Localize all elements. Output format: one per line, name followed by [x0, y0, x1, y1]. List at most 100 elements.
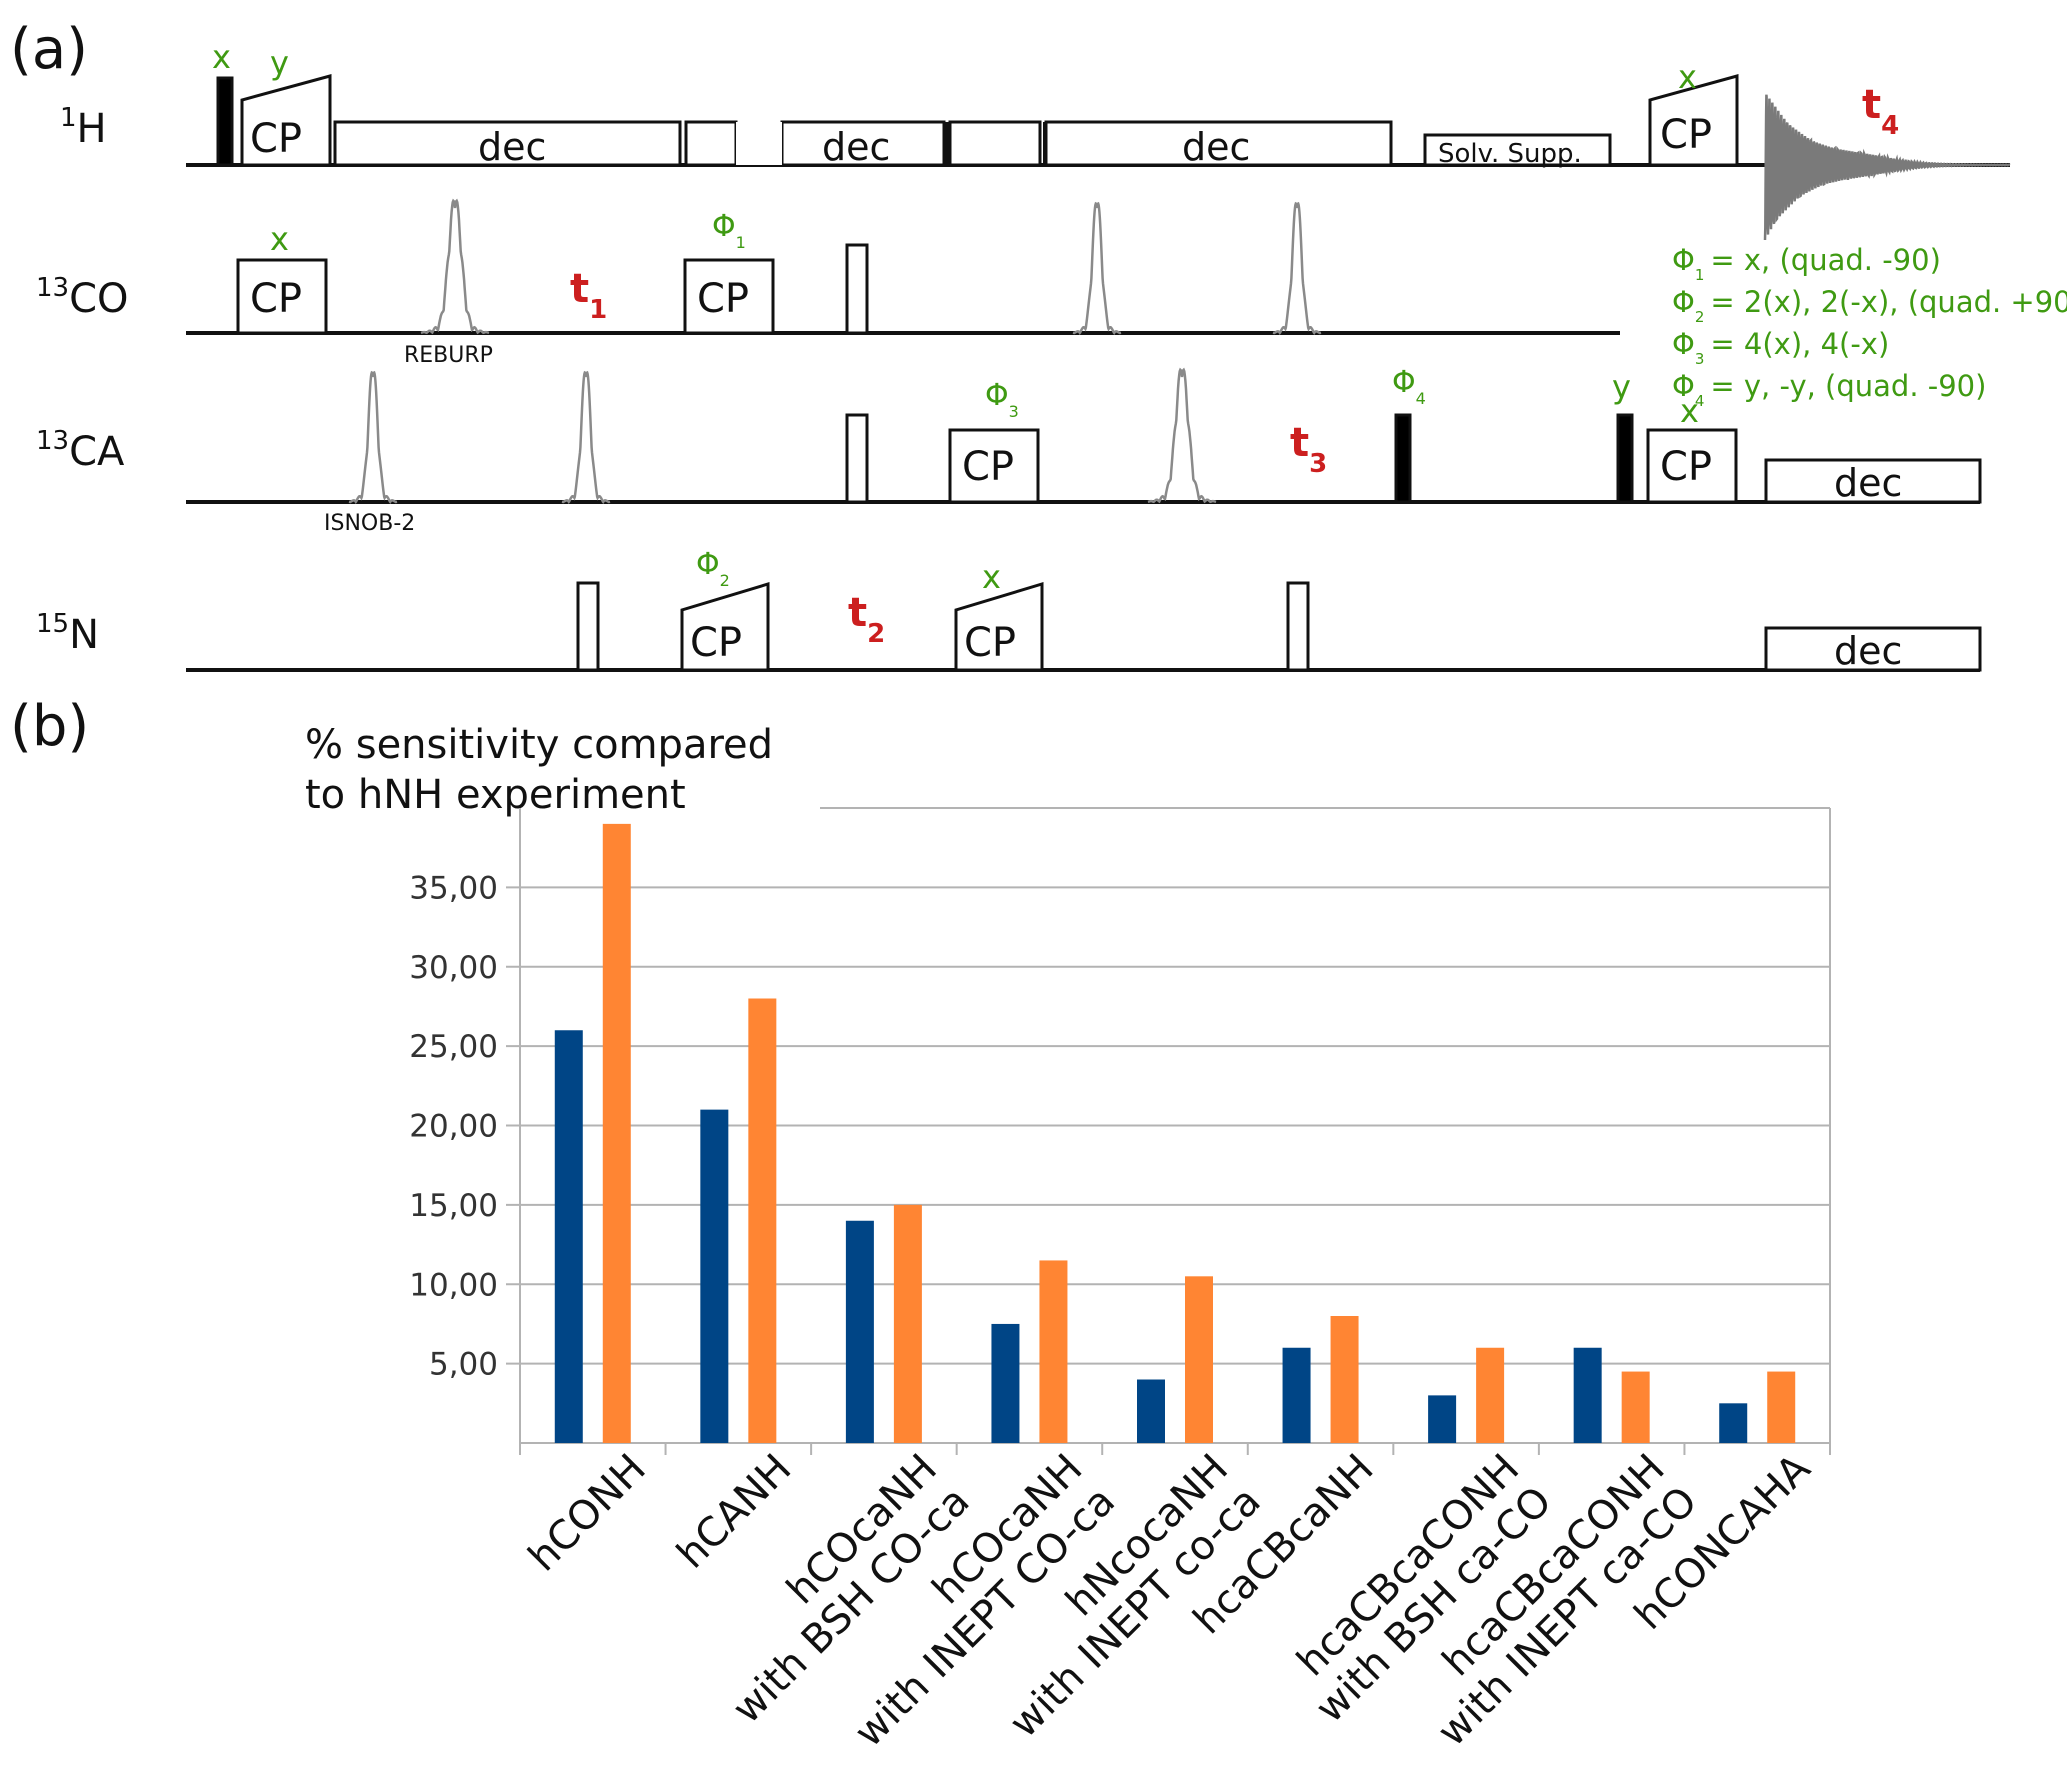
- 1h-dec-label-1: dec: [478, 125, 546, 169]
- y-tick-label: 15,00: [409, 1188, 498, 1224]
- 1h-dec-label-2: dec: [822, 125, 890, 169]
- bar-series-2: [1621, 1371, 1650, 1443]
- 15n-dec-block: [1764, 626, 1982, 672]
- 13co-180-pulse: [845, 243, 869, 335]
- 13ca-phase-y: y: [1612, 368, 1631, 406]
- 15n-cp-ramp-1: [680, 581, 770, 672]
- reburp-shaped-pulse: [420, 198, 490, 335]
- channel-label-15n: 15N: [36, 609, 99, 658]
- bar-series-2: [1767, 1371, 1796, 1443]
- 13co-cp-block-2: [683, 258, 775, 335]
- 1h-solvent-suppression: [1423, 133, 1612, 167]
- phase-cycle-2: Φ2= 2(x), 2(-x), (quad. +90): [1672, 285, 2067, 326]
- isnob-shaped-pulse-2: [561, 370, 611, 505]
- 1h-dec-block-3: [780, 120, 946, 167]
- 13ca-phase-phi4: Φ4: [1392, 365, 1426, 408]
- bar-series-2: [748, 998, 777, 1443]
- bar-series-1: [1137, 1379, 1165, 1443]
- bar-series-2: [1039, 1260, 1068, 1443]
- 13ca-90-pulse-2: [1616, 413, 1634, 504]
- y-axis-label-line-1: % sensitivity compared: [305, 722, 773, 768]
- 13ca-180-pulse: [845, 413, 869, 504]
- phase-cycle-list: Φ1= x, (quad. -90) Φ2= 2(x), 2(-x), (qua…: [1672, 243, 2067, 410]
- bar-series-2: [602, 823, 631, 1443]
- co-shaped-pulse-2: [1072, 201, 1122, 336]
- 15n-180-pulse-1: [576, 581, 600, 672]
- 13ca-90-pulse-1: [1394, 413, 1412, 504]
- 1h-cp-label: CP: [250, 116, 302, 162]
- 13co-phase-phi1: Φ1: [712, 209, 746, 252]
- 1h-phase-x-2: x: [1678, 58, 1697, 96]
- phase-cycle-4: Φ4= y, -y, (quad. -90): [1672, 369, 1986, 410]
- y-tick-label: 10,00: [409, 1267, 498, 1303]
- bar-series-2: [1330, 1316, 1359, 1443]
- y-tick-label: 20,00: [409, 1109, 498, 1145]
- 1h-block-4: [948, 120, 1042, 167]
- phase-cycle-1: Φ1= x, (quad. -90): [1672, 243, 1941, 284]
- y-tick-label: 5,00: [429, 1347, 498, 1383]
- ca-shaped-pulse-3: [1147, 367, 1217, 504]
- co-shaped-pulse-3: [1272, 201, 1322, 336]
- reburp-label: REBURP: [404, 343, 493, 368]
- 1h-cp-label-2: CP: [1660, 112, 1712, 158]
- phase-cycle-3: Φ3= 4(x), 4(-x): [1672, 327, 1889, 368]
- 13co-cp-label-1: CP: [250, 276, 302, 322]
- 15n-cp-label-2: CP: [964, 620, 1016, 666]
- y-tick-label: 25,00: [409, 1029, 498, 1065]
- 15n-180-pulse-2: [1286, 581, 1310, 672]
- bar-series-2: [1185, 1276, 1213, 1443]
- panel-b-label: (b): [10, 694, 89, 759]
- y-tick-label: 35,00: [409, 870, 498, 906]
- bar-series-1: [1428, 1395, 1457, 1443]
- 15n-phase-phi2: Φ2: [696, 547, 730, 590]
- bar-series-1: [1573, 1347, 1602, 1443]
- bar-series-1: [845, 1220, 874, 1443]
- 13ca-cp-label-1: CP: [962, 444, 1014, 490]
- 13ca-cp-block-2: [1646, 428, 1738, 504]
- 1h-phase-x: x: [212, 38, 231, 76]
- 1h-dec-block-5: [1044, 120, 1393, 167]
- y-tick-label: 30,00: [409, 950, 498, 986]
- bar-series-1: [1282, 1347, 1311, 1443]
- panel-a-label: (a): [10, 17, 88, 82]
- 1h-dec-label-3: dec: [1182, 125, 1250, 169]
- t3-label: t3: [1290, 420, 1327, 479]
- channel-label-13ca: 13CA: [36, 426, 125, 475]
- t1-label: t1: [570, 266, 607, 325]
- isnob-label: ISNOB-2: [324, 511, 415, 536]
- 13ca-dec-label: dec: [1834, 461, 1902, 505]
- fid-signal: [1763, 94, 2011, 241]
- 1h-90-pulse: [216, 76, 234, 167]
- 1h-block-2: [684, 120, 738, 167]
- 15n-cp-label-1: CP: [690, 620, 742, 666]
- 15n-phase-x: x: [982, 558, 1001, 596]
- x-category-label: hCANH: [668, 1446, 800, 1578]
- channel-label-13co: 13CO: [36, 273, 129, 322]
- bar-series-2: [1476, 1347, 1505, 1443]
- x-category-label: hCONH: [520, 1446, 655, 1581]
- bar-series-1: [700, 1109, 729, 1443]
- pulse-sequence-panel: (a) 1H 13CO 13CA 15N x y: [10, 17, 2067, 673]
- t4-label: t4: [1862, 82, 1899, 141]
- 13ca-cp-block-1: [948, 428, 1040, 504]
- 13ca-dec-block: [1764, 458, 1982, 504]
- t2-label: t2: [848, 590, 885, 649]
- 13ca-cp-label-2: CP: [1660, 444, 1712, 490]
- 13co-cp-label-2: CP: [697, 276, 749, 322]
- 13ca-phase-x: x: [1680, 392, 1699, 430]
- channel-label-1h: 1H: [60, 103, 107, 152]
- bar-series-1: [1719, 1403, 1748, 1443]
- isnob-shaped-pulse-1: [348, 370, 398, 505]
- 1h-dec-block-1: [333, 120, 682, 167]
- bar-series-1: [991, 1323, 1020, 1443]
- 15n-dec-label: dec: [1834, 629, 1902, 673]
- bar-series-1: [554, 1030, 583, 1443]
- 1h-cp-ramp: [240, 74, 332, 167]
- 1h-cp-ramp-2: [1648, 74, 1739, 167]
- bar-chart-panel: (b) % sensitivity compared to hNH experi…: [10, 694, 1831, 1756]
- 1h-phase-y: y: [270, 44, 289, 82]
- 13ca-phase-phi3: Φ3: [985, 378, 1019, 421]
- 15n-cp-ramp-2: [954, 581, 1044, 672]
